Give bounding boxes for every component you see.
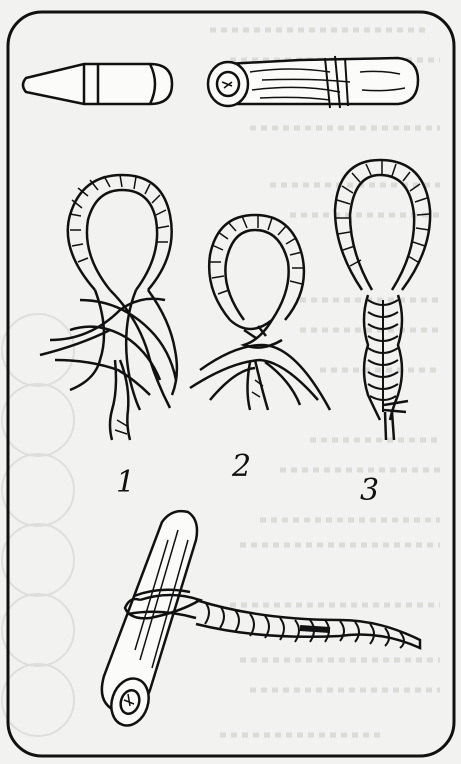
whipped-rope-end (23, 64, 172, 104)
loop-step-1 (40, 175, 177, 440)
wooden-toggle-top (208, 56, 418, 108)
loop-step-2 (190, 215, 330, 410)
step-label-3: 3 (360, 473, 379, 508)
step-label-1: 1 (116, 465, 135, 500)
step-label-2: 2 (231, 449, 251, 484)
